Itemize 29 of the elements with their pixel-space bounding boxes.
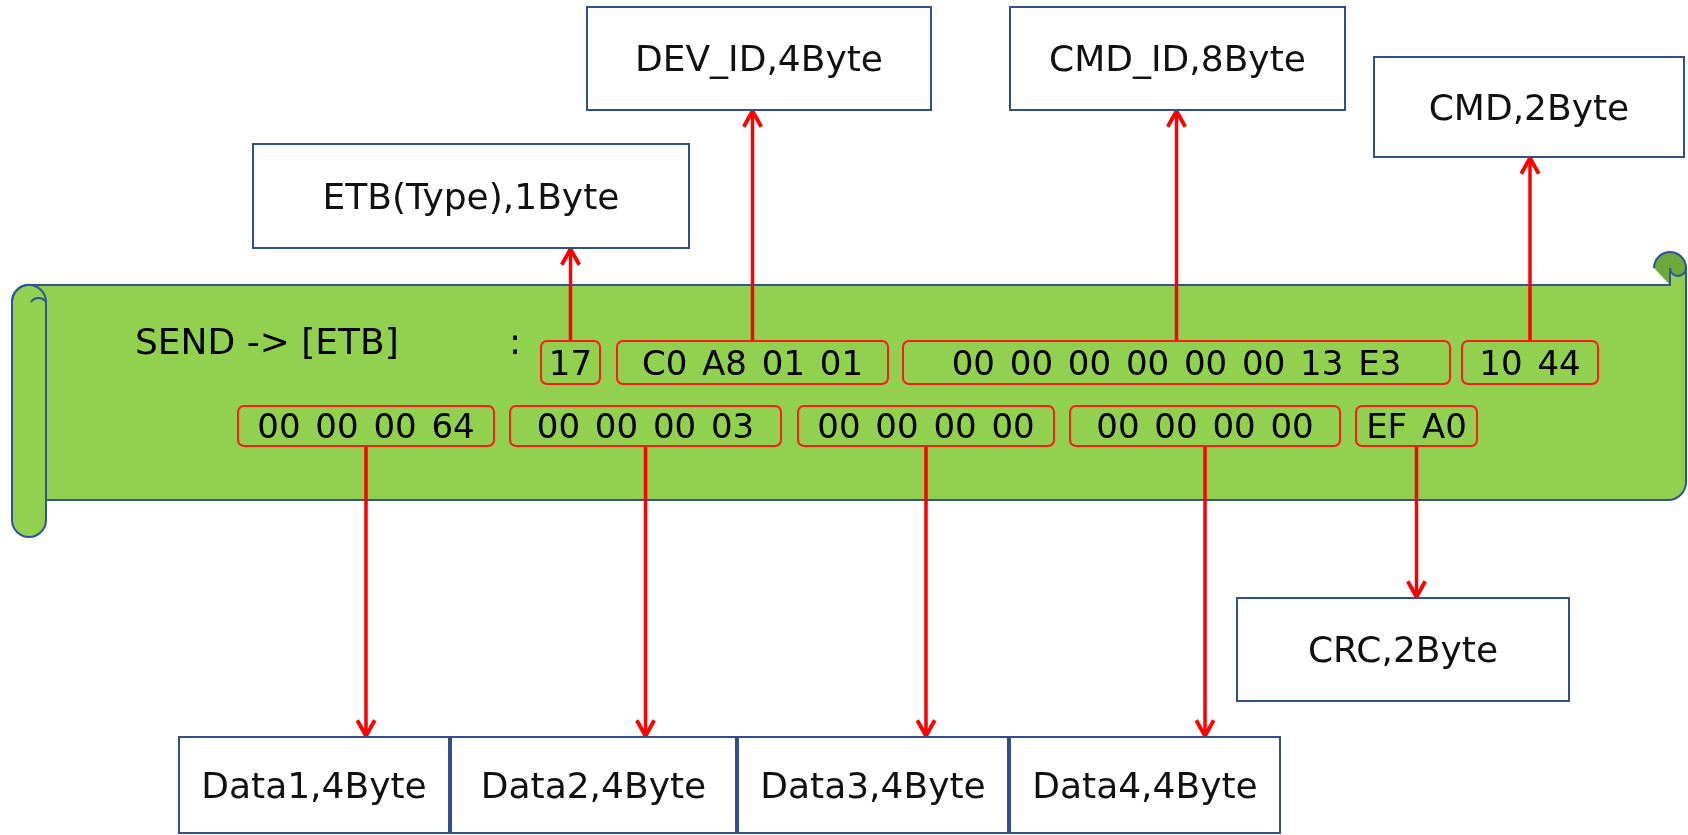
byte-field-box: 00 00 00 00 [1069,405,1341,447]
label-box: Data3,4Byte [737,736,1009,834]
packet-text: : [509,324,522,360]
byte-field-box: 10 44 [1461,340,1599,385]
label-box: Data2,4Byte [450,736,737,834]
label-box: Data4,4Byte [1009,736,1281,834]
label-box: CMD_ID,8Byte [1009,6,1346,111]
arrow [634,447,657,738]
label-box: Data1,4Byte [178,736,450,834]
arrow [1519,156,1541,340]
label-box: DEV_ID,4Byte [586,6,932,111]
byte-field-box: 00 00 00 64 [237,405,495,447]
byte-field-box: 00 00 00 00 00 00 13 E3 [902,340,1451,385]
label-box: CMD,2Byte [1373,56,1685,158]
byte-field-box: 00 00 00 00 [797,405,1055,447]
byte-field-box: C0 A8 01 01 [616,340,889,385]
arrow [1405,447,1428,599]
arrow [741,109,764,340]
arrow [1165,109,1188,340]
arrow [559,247,582,340]
label-box: CRC,2Byte [1236,597,1570,702]
label-box: ETB(Type),1Byte [252,143,690,249]
arrow [1194,447,1216,738]
packet-text: SEND -> [ETB] [135,324,399,360]
byte-field-box: 00 00 00 03 [509,405,782,447]
arrow [915,447,937,738]
byte-field-box: EF A0 [1355,405,1478,447]
byte-field-box: 17 [540,340,601,385]
arrow [355,447,377,738]
